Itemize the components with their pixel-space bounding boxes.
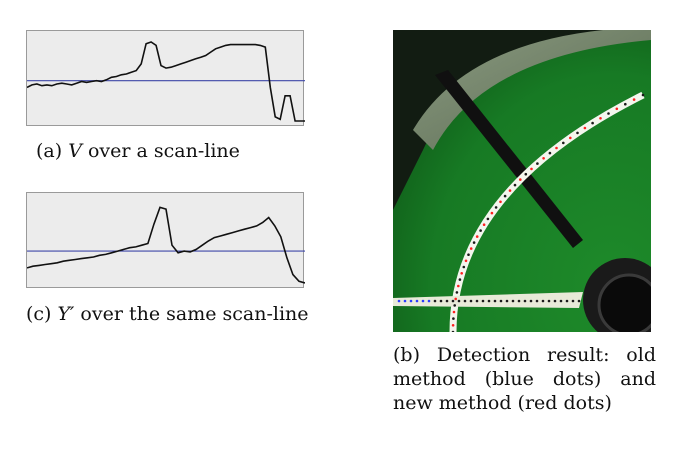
arc-dot [452, 317, 455, 320]
radial-dot [445, 299, 449, 303]
series-line-0 [27, 206, 305, 284]
white-radial-line [393, 292, 583, 308]
radial-dot [475, 299, 479, 303]
dots-arc [451, 93, 645, 332]
arc-dot [599, 117, 602, 120]
arc-dot [569, 136, 572, 140]
arc-dot [624, 102, 627, 106]
arc-dot [632, 98, 636, 101]
arc-dot [486, 217, 490, 221]
arc-dot [591, 121, 594, 125]
radial-dot [547, 299, 551, 303]
arc-dot [576, 131, 579, 135]
radial-dot [577, 299, 581, 303]
caption-b: (b) Detection result: old method (blue d… [393, 343, 656, 415]
arc-dot [513, 183, 517, 187]
plot-y-scanline [26, 192, 305, 288]
caption-c: (c) Y′ over the same scan-line [26, 302, 311, 326]
arc-dot [457, 284, 460, 288]
radial-dot [409, 299, 413, 303]
radial-dot [535, 299, 539, 303]
arc-dot [462, 265, 466, 269]
radial-dot [493, 299, 497, 303]
plot-v-svg [27, 41, 305, 122]
arc-dot [641, 93, 645, 97]
plot-v-scanline [26, 30, 305, 126]
arc-dot [615, 107, 619, 111]
series-line-0 [27, 41, 305, 122]
radial-dot [469, 299, 473, 303]
arc-dot [548, 151, 552, 155]
radial-dot [403, 299, 407, 303]
arc-dot [490, 211, 494, 215]
caption-c-prefix: (c) [26, 303, 58, 325]
radial-dot [559, 299, 563, 303]
plot-y-svg [27, 206, 305, 284]
arc-dot [508, 189, 512, 192]
caption-a: (a) V over a scan-line [36, 139, 306, 163]
arc-dot [464, 259, 468, 263]
arc-dot [607, 112, 610, 115]
arc-dot [454, 297, 457, 301]
caption-a-prefix: (a) [36, 140, 69, 162]
radial-dot [481, 299, 485, 303]
arc-dot [503, 194, 507, 198]
radial-dot [553, 299, 557, 303]
radial-dot [541, 299, 545, 303]
arc-dot [453, 304, 456, 307]
robot-center [597, 273, 651, 332]
radial-dot [415, 299, 419, 303]
caption-a-math: V [68, 140, 82, 162]
arc-dot [499, 200, 502, 204]
radial-dot [571, 299, 575, 303]
arc-dot [562, 141, 565, 145]
radial-dot [457, 299, 461, 303]
radial-dot [487, 299, 491, 303]
radial-dot [451, 299, 455, 303]
arc-dot [479, 229, 482, 232]
arc-dot [455, 291, 459, 294]
arc-dot [555, 146, 558, 150]
radial-dot [517, 299, 521, 303]
arc-dot [482, 223, 486, 226]
arc-dot [494, 206, 498, 209]
radial-dot [397, 299, 401, 303]
detection-photo-svg [393, 30, 651, 332]
shadow-stripe [435, 70, 583, 248]
arc-dot [536, 162, 539, 165]
arc-dot [469, 247, 473, 250]
arc-dot [452, 310, 456, 314]
arc-dot [524, 172, 528, 176]
arc-dot [530, 167, 533, 171]
radial-dot [523, 299, 527, 303]
radial-dot [463, 299, 467, 303]
caption-c-math: Y′ [57, 303, 75, 325]
arc-dot [451, 330, 455, 332]
arc-dot [519, 178, 522, 181]
caption-a-suffix: over a scan-line [81, 140, 240, 162]
arc-dot [458, 278, 462, 281]
radial-dot [439, 299, 443, 303]
caption-b-text: (b) Detection result: old method (blue d… [393, 344, 656, 414]
dots-radial [397, 299, 581, 303]
arc-dot [583, 126, 587, 130]
caption-c-suffix: over the same scan-line [74, 303, 309, 325]
arc-dot [475, 235, 479, 238]
radial-dot [433, 299, 437, 303]
radial-dot [499, 299, 503, 303]
radial-dot [529, 299, 533, 303]
arc-dot [542, 157, 545, 160]
radial-dot [427, 299, 431, 303]
detection-result-photo [393, 30, 651, 332]
arc-dot [460, 272, 463, 275]
radial-dot [421, 299, 425, 303]
arc-dot [472, 241, 476, 244]
radial-dot [565, 299, 569, 303]
arc-dot [467, 253, 470, 256]
radial-dot [511, 299, 515, 303]
radial-dot [505, 299, 509, 303]
arc-dot [451, 324, 455, 327]
